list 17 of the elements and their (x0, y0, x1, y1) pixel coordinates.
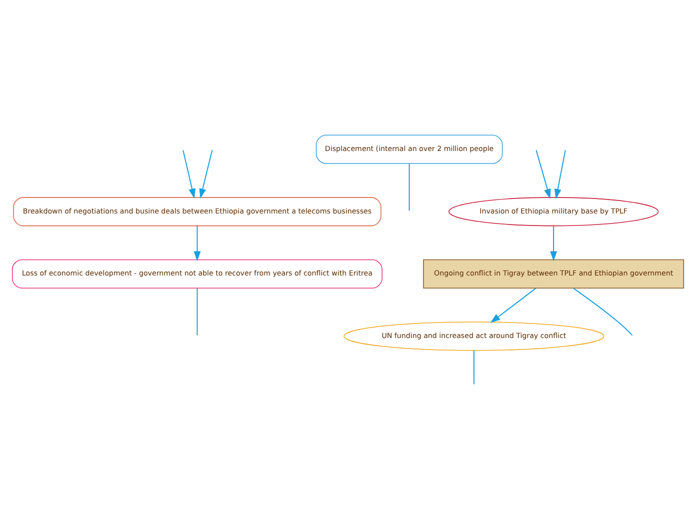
node-ellipse: UN funding and increased act around Tigray conflict (344, 322, 604, 351)
connector (408, 164, 410, 211)
arrow (550, 226, 558, 262)
connector (473, 350, 474, 384)
node-box: Ongoing conflict in Tigray between TPLF and Ethiopian government (423, 259, 684, 288)
connector (196, 288, 198, 336)
node-ellipse: Invasion of Ethiopia military base by TPLF (448, 197, 659, 226)
arrow (554, 150, 566, 199)
arrow (536, 150, 551, 199)
arrow (182, 150, 196, 199)
node-box: Loss of economic development - government not able to recover from years of conflict with Eritrea (12, 259, 382, 288)
arrow (194, 226, 201, 262)
node-box: Breakdown of negotiations and busine deals between Ethiopia government a telecoms businesses (13, 197, 382, 226)
arrow (199, 150, 213, 199)
node-box: Displacement (internal an over 2 million people (316, 134, 503, 164)
connector (573, 288, 633, 336)
arrow (490, 288, 536, 323)
